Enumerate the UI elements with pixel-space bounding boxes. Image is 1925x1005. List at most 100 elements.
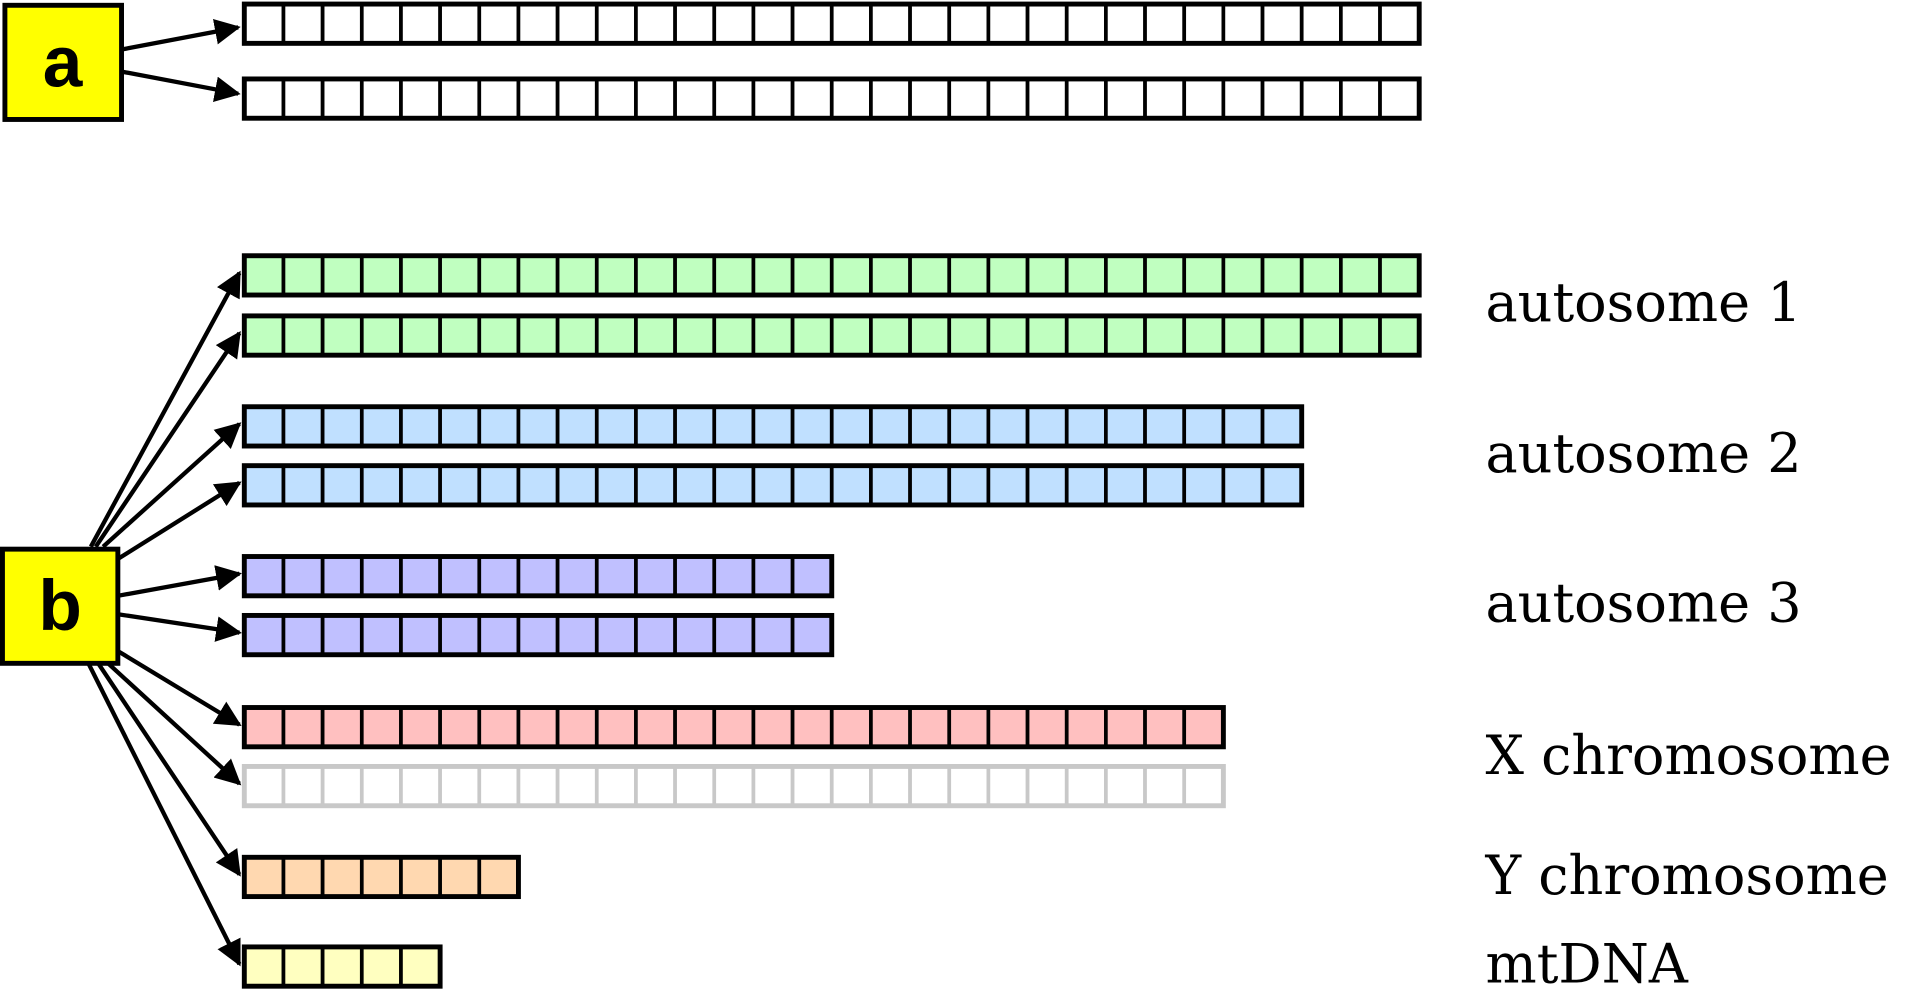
arrows	[86, 19, 242, 967]
cell	[594, 554, 638, 598]
cell	[1339, 314, 1382, 358]
cell	[1182, 253, 1226, 297]
cell	[1143, 253, 1187, 297]
cell	[908, 764, 952, 808]
cell	[1260, 404, 1304, 448]
cell	[790, 705, 834, 749]
cell	[712, 705, 756, 749]
cell	[1221, 404, 1265, 448]
panel-b-label: b	[38, 567, 81, 646]
cell	[986, 77, 1030, 121]
cell	[320, 314, 364, 358]
cell	[1064, 404, 1108, 448]
cell	[673, 554, 717, 598]
row-outline	[241, 612, 835, 658]
cell	[555, 77, 599, 121]
cell	[908, 77, 952, 121]
cell	[1064, 2, 1108, 46]
arrow	[96, 662, 242, 877]
cell	[947, 77, 991, 121]
cell	[1339, 77, 1382, 121]
cell	[281, 253, 325, 297]
cell	[869, 764, 912, 808]
cell	[242, 554, 286, 598]
cell	[555, 463, 599, 507]
cell	[438, 2, 482, 46]
cell	[634, 404, 677, 448]
cell	[986, 764, 1030, 808]
cell	[438, 554, 482, 598]
cell	[477, 314, 521, 358]
cell	[594, 253, 638, 297]
cell	[829, 253, 873, 297]
cell	[477, 613, 521, 657]
cell	[634, 463, 677, 507]
cell	[908, 705, 952, 749]
cell	[712, 314, 756, 358]
cell	[869, 2, 912, 46]
label-autosome-3: autosome 3	[1485, 572, 1801, 635]
cell	[947, 404, 991, 448]
cell	[359, 463, 403, 507]
cell	[1025, 705, 1069, 749]
cell	[555, 314, 599, 358]
strand-y-chromosome-1	[241, 854, 521, 900]
cell	[359, 314, 403, 358]
cell	[751, 554, 795, 598]
cell	[947, 463, 991, 507]
row-a-1	[241, 1, 1422, 46]
cell	[673, 463, 717, 507]
cell	[1378, 253, 1422, 297]
cell	[555, 764, 599, 808]
cell	[516, 404, 560, 448]
cell	[1378, 314, 1422, 358]
cell	[399, 253, 442, 297]
cell	[359, 855, 403, 899]
cell	[359, 253, 403, 297]
cell	[320, 764, 364, 808]
cell	[790, 613, 834, 657]
strand-autosome-1-2	[241, 313, 1422, 358]
cell	[438, 855, 482, 899]
cell	[594, 613, 638, 657]
cell	[359, 945, 403, 989]
cell	[320, 554, 364, 598]
cell	[751, 77, 795, 121]
cell	[1378, 2, 1422, 46]
arrow	[101, 422, 242, 549]
cell	[790, 77, 834, 121]
cell	[869, 77, 912, 121]
cell	[673, 404, 717, 448]
cell	[281, 764, 325, 808]
strand-autosome-1-1	[241, 253, 1422, 298]
cell	[673, 77, 717, 121]
cell	[1260, 2, 1304, 46]
cell	[869, 463, 912, 507]
cell	[242, 404, 286, 448]
cell	[555, 613, 599, 657]
cell	[477, 764, 521, 808]
cell	[281, 404, 325, 448]
cell	[673, 314, 717, 358]
cell	[751, 613, 795, 657]
label-mtdna: mtDNA	[1485, 933, 1688, 996]
cell	[829, 2, 873, 46]
cell	[634, 77, 677, 121]
arrow	[117, 565, 242, 598]
cell	[751, 314, 795, 358]
cell	[1182, 77, 1226, 121]
cell	[594, 77, 638, 121]
cell	[399, 463, 442, 507]
cell	[673, 253, 717, 297]
cell	[1182, 404, 1226, 448]
cell	[1221, 463, 1265, 507]
cell	[399, 77, 442, 121]
cell	[555, 705, 599, 749]
cell	[947, 705, 991, 749]
cell	[1104, 253, 1147, 297]
cell	[594, 463, 638, 507]
panel-b-box: b	[0, 546, 121, 666]
cell	[712, 77, 756, 121]
cell	[477, 855, 521, 899]
chromosome-rows	[241, 1, 1422, 989]
